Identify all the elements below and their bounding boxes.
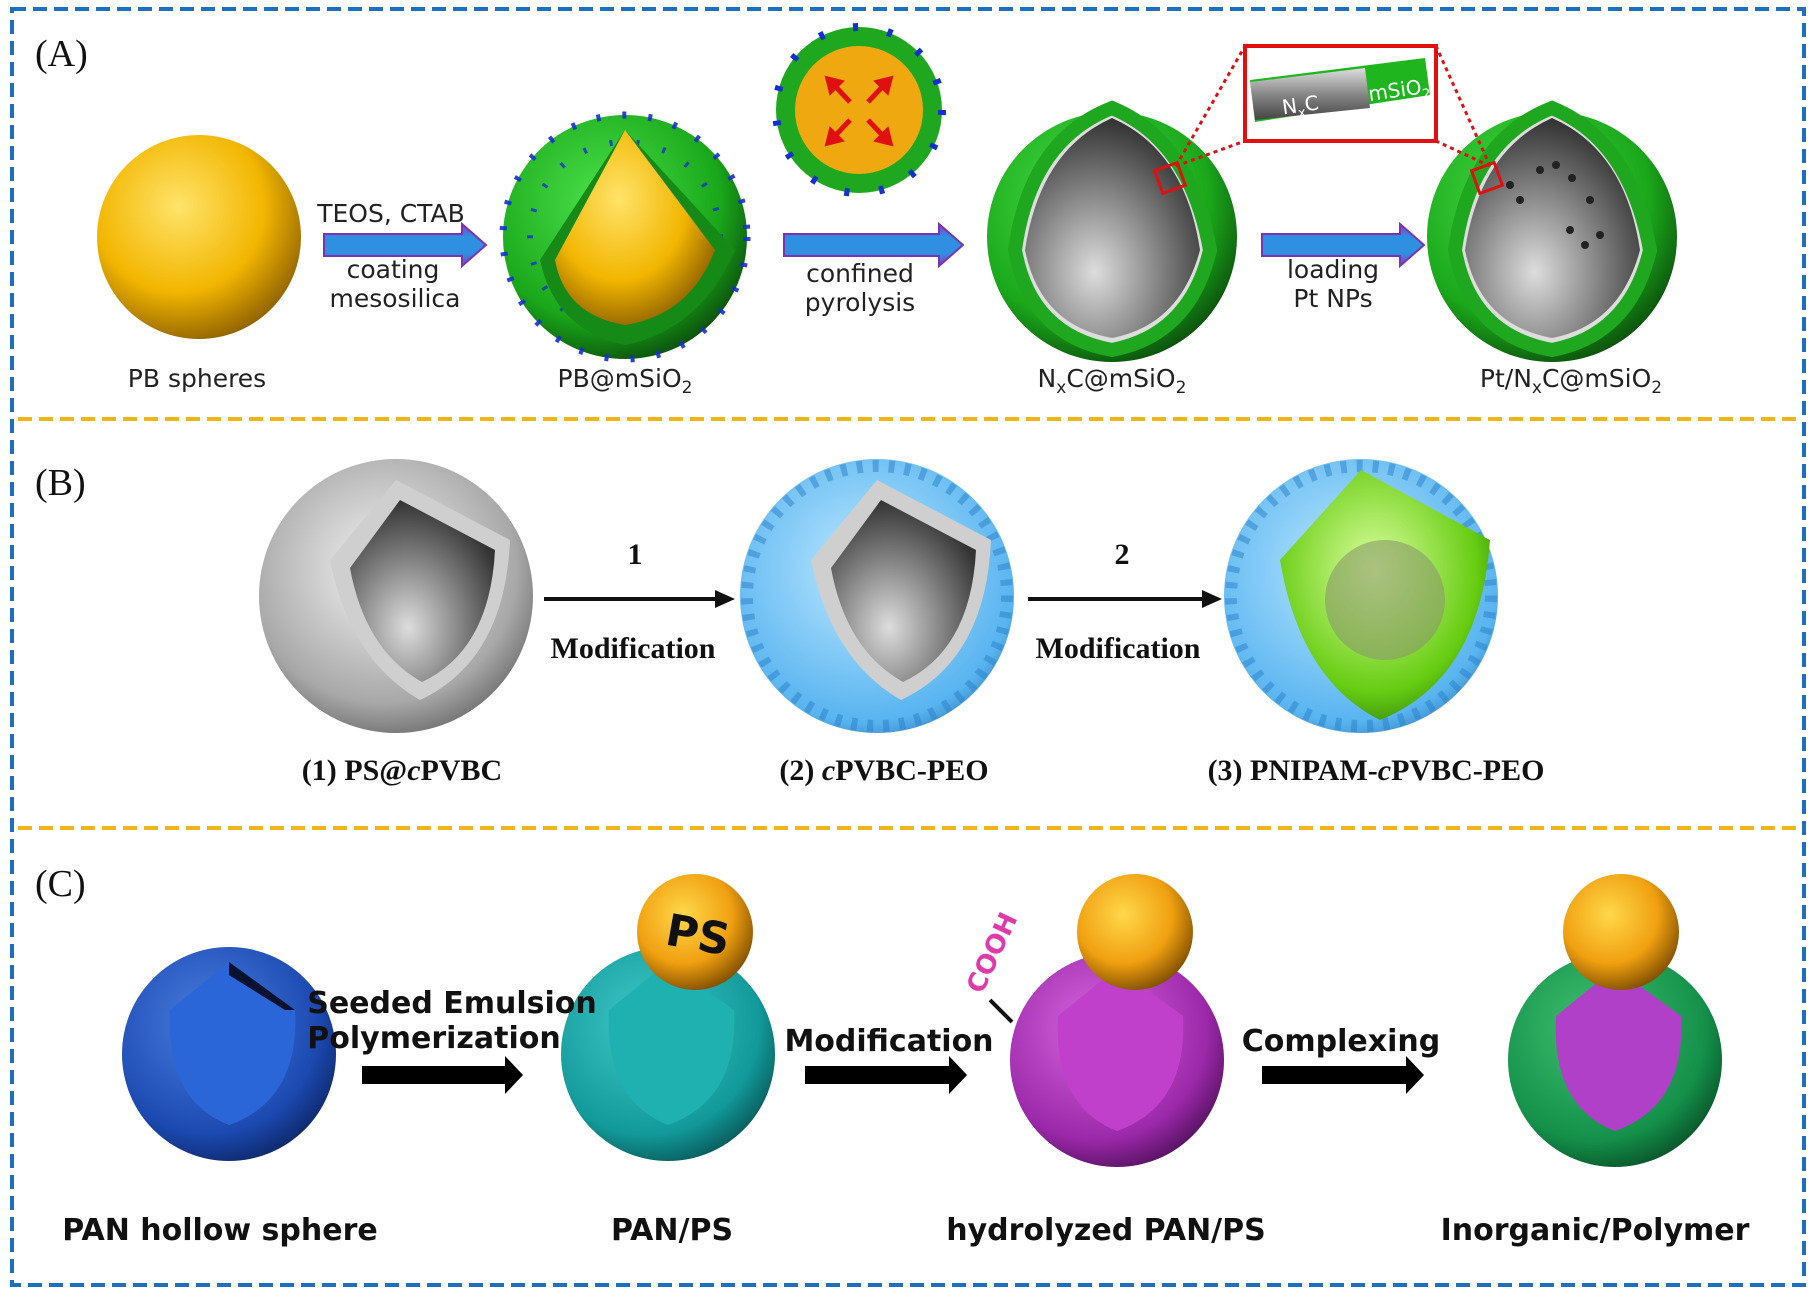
arrow-modification-c: Modification: [784, 1024, 994, 1094]
label-cpvbc-peo: (2) cPVBC-PEO: [779, 754, 988, 787]
svg-text:loading: loading: [1287, 255, 1379, 284]
label-pan-ps: PAN/PS: [611, 1213, 733, 1248]
pnipam-cpvbc-peo-sphere: [1224, 459, 1498, 733]
arrow-complexing: Complexing: [1242, 1024, 1440, 1094]
inset-tube: NxC mSiO2: [1174, 44, 1492, 168]
panel-label-c: (C): [35, 863, 86, 905]
svg-text:1: 1: [628, 538, 643, 571]
svg-text:COOH: COOH: [961, 908, 1024, 998]
arrow-seeded-emulsion: Seeded Emulsion Polymerization: [307, 986, 597, 1094]
svg-text:Pt NPs: Pt NPs: [1293, 284, 1372, 313]
panel-a: NxC mSiO2 TEOS, CTAB coating mesosilica …: [97, 23, 1677, 398]
svg-text:Complexing: Complexing: [1242, 1024, 1440, 1059]
label-inorganic-polymer: Inorganic/Polymer: [1441, 1213, 1750, 1248]
figure-border: [10, 7, 1806, 1287]
label-ps-cpvbc: (1) PS@cPVBC: [302, 754, 502, 787]
label-pan-hollow-sphere: PAN hollow sphere: [62, 1213, 377, 1248]
arrow-pyrolysis: confined pyrolysis: [783, 221, 965, 317]
panel-c: PS COOH Seeded Emulsion Polymerization M…: [62, 874, 1750, 1248]
arrow-modification-1: 1 Modification: [544, 538, 735, 665]
arrow-modification-2: 2 Modification: [1028, 538, 1222, 665]
svg-text:PS: PS: [662, 905, 734, 966]
svg-text:2: 2: [1115, 538, 1130, 571]
label-pnipam-cpvbc-peo: (3) PNIPAM-cPVBC-PEO: [1208, 754, 1545, 787]
svg-text:NxC: NxC: [1281, 91, 1321, 124]
pan-ps-sphere: PS: [561, 874, 775, 1161]
svg-text:mesosilica: mesosilica: [330, 284, 461, 313]
nxc-msio2-sphere: [987, 100, 1237, 362]
ps-cpvbc-sphere: [259, 459, 533, 733]
pb-msio2-sphere: [499, 111, 751, 363]
svg-text:Modification: Modification: [784, 1024, 993, 1059]
svg-text:Polymerization: Polymerization: [307, 1021, 560, 1056]
inorganic-polymer-sphere: [1508, 874, 1722, 1167]
pan-hollow-sphere: [122, 947, 336, 1161]
label-pb-spheres: PB spheres: [128, 364, 266, 393]
svg-text:Modification: Modification: [551, 632, 716, 665]
svg-text:TEOS, CTAB: TEOS, CTAB: [316, 199, 465, 228]
label-hydrolyzed-pan-ps: hydrolyzed PAN/PS: [946, 1213, 1265, 1248]
zoom-marker: [1152, 160, 1188, 196]
panel-label-b: (B): [35, 462, 86, 504]
pt-nxc-msio2-sphere: [1427, 100, 1677, 362]
arrow-coating: TEOS, CTAB coating mesosilica: [316, 199, 488, 313]
arrow-loading: loading Pt NPs: [1261, 221, 1426, 313]
panel-b: 1 Modification 2 Modification (1) PS@cPV…: [259, 459, 1544, 787]
svg-text:Seeded Emulsion: Seeded Emulsion: [307, 986, 597, 1021]
svg-text:pyrolysis: pyrolysis: [805, 288, 915, 317]
svg-text:confined: confined: [806, 259, 914, 288]
label-pt-nxc-msio2: Pt/NxC@mSiO2: [1480, 364, 1662, 398]
svg-text:Modification: Modification: [1036, 632, 1201, 665]
hydrolyzed-pan-ps-sphere: COOH: [961, 874, 1224, 1167]
label-nxc-msio2: NxC@mSiO2: [1038, 364, 1187, 398]
pt-nanoparticles: [1506, 161, 1604, 249]
pb-sphere: [97, 135, 301, 339]
expansion-arrows-icon: [824, 75, 894, 147]
label-pb-msio2: PB@mSiO2: [558, 364, 693, 398]
svg-text:coating: coating: [347, 255, 440, 284]
cross-section-diagram: [772, 23, 946, 197]
panel-label-a: (A): [35, 33, 88, 75]
cpvbc-peo-sphere: [740, 459, 1014, 733]
